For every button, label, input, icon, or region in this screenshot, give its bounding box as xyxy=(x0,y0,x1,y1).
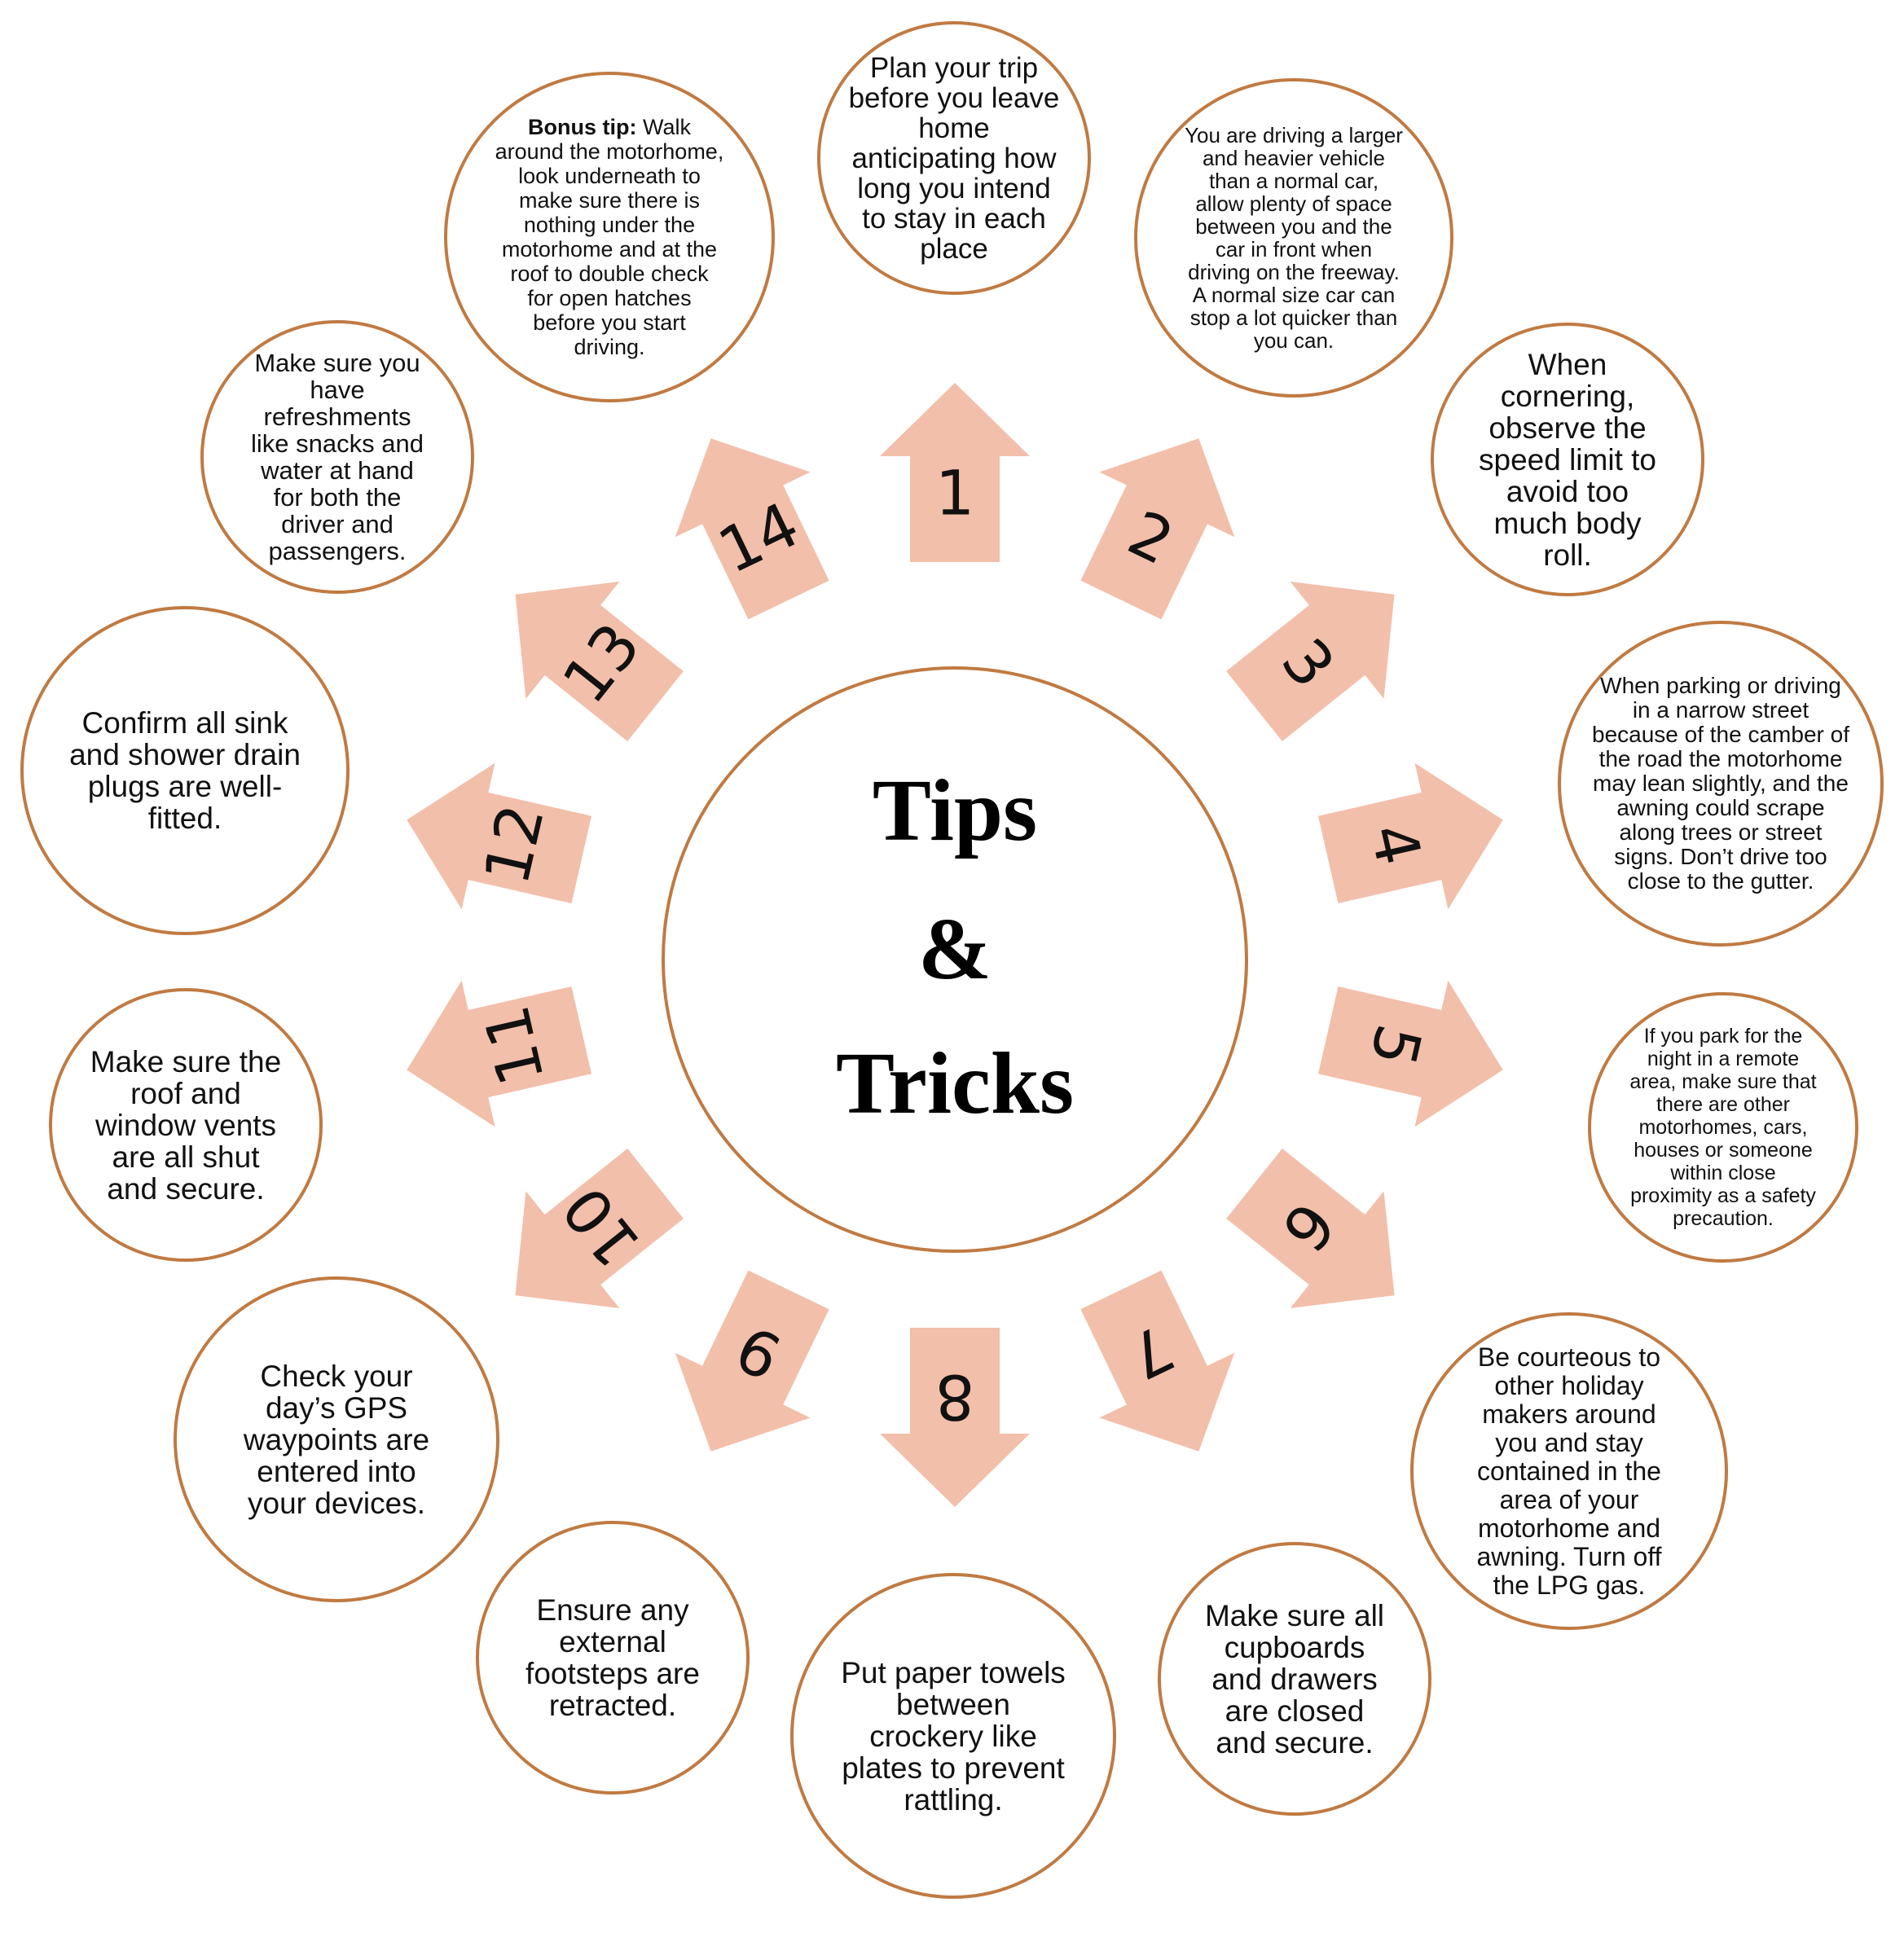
tip-text-11: Make sure the roof and window vents are … xyxy=(90,1044,282,1206)
arrow-shape-14 xyxy=(675,438,829,620)
tip-circle-8: Put paper towels between crockery like p… xyxy=(790,1573,1116,1899)
tip-text-1: Plan your trip before you leave home ant… xyxy=(848,51,1060,265)
arrow-5: 5 xyxy=(1318,980,1503,1127)
tip-text-12: Confirm all sink and shower drain plugs … xyxy=(69,706,301,835)
arrow-shape-3 xyxy=(1226,582,1395,741)
tip-text-3: When cornering, observe the speed limit … xyxy=(1479,347,1656,572)
arrow-7: 7 xyxy=(1080,1270,1235,1452)
tip-circle-3: When cornering, observe the speed limit … xyxy=(1431,323,1704,596)
tip-circle-4: When parking or driving in a narrow stre… xyxy=(1558,621,1884,947)
tip-circle-2: You are driving a larger and heavier veh… xyxy=(1134,78,1453,398)
arrow-9: 9 xyxy=(675,1270,829,1452)
arrow-4: 4 xyxy=(1318,762,1503,910)
tip-circle-9: Ensure any external footsteps are retrac… xyxy=(476,1521,750,1795)
arrow-14: 14 xyxy=(675,438,829,620)
tip-circle-13: Make sure you have refreshments like sna… xyxy=(200,320,474,594)
arrow-shape-9 xyxy=(675,1270,829,1452)
arrow-12: 12 xyxy=(407,762,591,910)
arrow-6: 6 xyxy=(1226,1149,1395,1308)
bonus-tip-label: Bonus tip: xyxy=(528,115,637,139)
center-circle: Tips & Tricks xyxy=(662,666,1248,1253)
tip-circle-6: Be courteous to other holiday makers aro… xyxy=(1410,1312,1728,1630)
tip-text-6: Be courteous to other holiday makers aro… xyxy=(1476,1342,1662,1600)
title-line-ampersand: & xyxy=(918,901,992,998)
tip-circle-7: Make sure all cupboards and drawers are … xyxy=(1158,1542,1431,1816)
tip-text-5: If you park for the night in a remote ar… xyxy=(1629,1025,1817,1230)
tip-circle-5: If you park for the night in a remote ar… xyxy=(1588,992,1858,1263)
tip-text-2: You are driving a larger and heavier veh… xyxy=(1185,123,1403,353)
tip-circle-1: Plan your trip before you leave home ant… xyxy=(817,21,1091,295)
arrow-shape-11 xyxy=(407,980,591,1127)
arrow-1: 1 xyxy=(880,383,1030,562)
tip-text-4: When parking or driving in a narrow stre… xyxy=(1592,673,1849,894)
tip-text-8: Put paper towels between crockery like p… xyxy=(841,1655,1066,1817)
arrow-shape-2 xyxy=(1080,438,1235,620)
tip-circle-10: Check your day’s GPS waypoints are enter… xyxy=(174,1276,499,1602)
title-line-tips: Tips xyxy=(872,762,1038,859)
tip-circle-11: Make sure the roof and window vents are … xyxy=(49,988,323,1262)
arrow-number-1: 1 xyxy=(935,457,974,529)
tip-text-9: Ensure any external footsteps are retrac… xyxy=(525,1593,700,1722)
arrow-number-12: 12 xyxy=(470,797,558,890)
tip-text-13: Make sure you have refreshments like sna… xyxy=(251,349,424,565)
arrow-11: 11 xyxy=(407,980,591,1127)
arrow-8: 8 xyxy=(880,1328,1030,1507)
arrow-shape-4 xyxy=(1318,762,1503,910)
arrow-shape-12 xyxy=(407,762,591,910)
arrow-shape-5 xyxy=(1318,980,1503,1127)
arrow-shape-13 xyxy=(515,582,684,741)
arrow-shape-6 xyxy=(1226,1149,1395,1308)
arrow-2: 2 xyxy=(1080,438,1235,620)
arrow-10: 10 xyxy=(515,1149,684,1308)
title-line-tricks: Tricks xyxy=(836,1035,1074,1132)
arrow-shape-7 xyxy=(1080,1270,1235,1452)
arrow-number-11: 11 xyxy=(470,999,558,1092)
arrow-shape-8 xyxy=(880,1328,1030,1507)
tip-text-14: Bonus tip: Walk around the motorhome, lo… xyxy=(495,115,724,359)
bonus-tip-body: Walk around the motorhome, look undernea… xyxy=(495,115,724,359)
arrow-shape-1 xyxy=(880,383,1030,562)
tip-circle-12: Confirm all sink and shower drain plugs … xyxy=(20,606,350,935)
arrow-3: 3 xyxy=(1226,582,1395,741)
tip-text-7: Make sure all cupboards and drawers are … xyxy=(1204,1598,1385,1759)
tip-circle-14: Bonus tip: Walk around the motorhome, lo… xyxy=(444,72,775,402)
arrow-13: 13 xyxy=(515,582,684,741)
arrow-shape-10 xyxy=(515,1149,684,1308)
arrow-number-8: 8 xyxy=(935,1361,974,1434)
tip-text-10: Check your day’s GPS waypoints are enter… xyxy=(243,1359,430,1520)
